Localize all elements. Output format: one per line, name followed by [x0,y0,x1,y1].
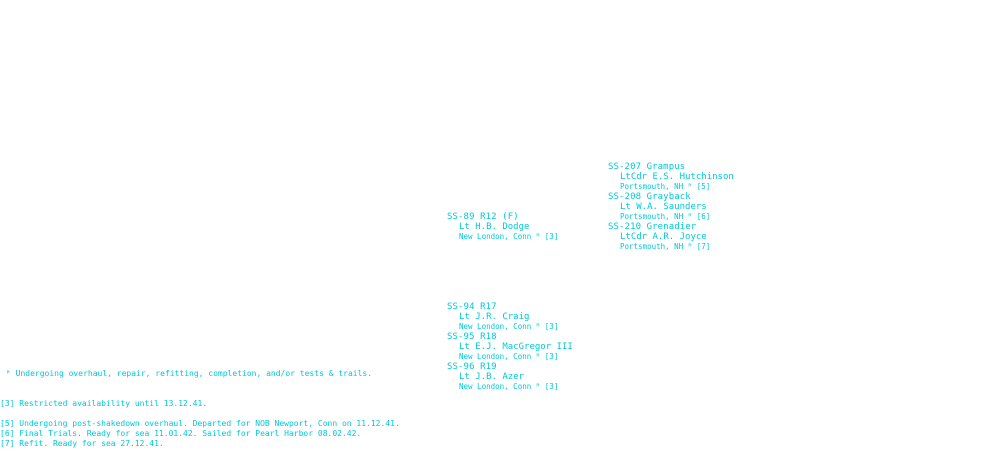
location: New London, Conn ᴿ [3] [459,232,559,241]
legend-repair: ᴿ Undergoing overhaul, repair, refitting… [6,369,373,378]
boat-name: SS-210 Grenadier [608,222,697,232]
entry-ss-208: SS-208 Grayback Lt W.A. Saunders Portsmo… [608,192,710,221]
entry-ss-96: SS-96 R19 Lt J.B. Azer New London, Conn … [447,362,558,391]
entry-ss-207: SS-207 Grampus LtCdr E.S. Hutchinson Por… [608,162,734,191]
footnote-7: [7] Refit. Ready for sea 27.12.41. [0,439,164,448]
footnote-3: [3] Restricted availability until 13.12.… [0,399,208,408]
location: New London, Conn ᴿ [3] [459,382,559,391]
location: Portsmouth, NH ᴿ [5] [620,182,711,191]
location: New London, Conn ᴿ [3] [459,322,559,331]
location: Portsmouth, NH ᴿ [7] [620,242,711,251]
commander: LtCdr A.R. Joyce [620,232,707,242]
entry-ss-95: SS-95 R18 Lt E.J. MacGregor III New Lond… [447,332,573,361]
footnote-6: [6] Final Trials. Ready for sea 11.01.42… [0,429,362,438]
commander: Lt J.R. Craig [459,312,530,322]
commander: Lt E.J. MacGregor III [459,342,573,352]
boat-name: SS-89 R12 (F) [447,212,519,222]
location: Portsmouth, NH ᴿ [6] [620,212,711,221]
boat-name: SS-208 Grayback [608,192,691,202]
commander: Lt W.A. Saunders [620,202,707,212]
boat-name: SS-207 Grampus [608,162,686,172]
footnote-5: [5] Undergoing post-shakedown overhaul. … [0,419,400,428]
boat-name: SS-95 R18 [447,332,497,342]
commander: LtCdr E.S. Hutchinson [620,172,734,182]
entry-ss-89: SS-89 R12 (F) Lt H.B. Dodge New London, … [447,212,558,241]
commander: Lt J.B. Azer [459,372,525,382]
location: New London, Conn ᴿ [3] [459,352,559,361]
boat-name: SS-96 R19 [447,362,497,372]
entry-ss-94: SS-94 R17 Lt J.R. Craig New London, Conn… [447,302,558,331]
commander: Lt H.B. Dodge [459,222,530,232]
boat-name: SS-94 R17 [447,302,497,312]
entry-ss-210: SS-210 Grenadier LtCdr A.R. Joyce Portsm… [608,222,710,251]
